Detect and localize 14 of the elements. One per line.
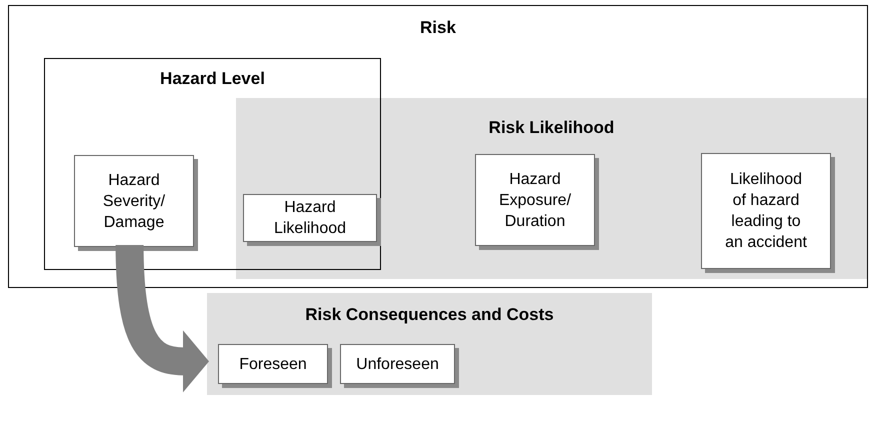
group-frame bbox=[8, 5, 868, 288]
box-label: Hazard Likelihood bbox=[272, 198, 348, 239]
box-label: Likelihood of hazard leading to an accident bbox=[724, 170, 808, 253]
group-heading: Risk bbox=[420, 18, 456, 38]
box-label: Foreseen bbox=[238, 354, 308, 374]
group-band bbox=[236, 98, 867, 279]
box-label: Unforeseen bbox=[355, 354, 440, 374]
group-band bbox=[207, 293, 652, 395]
box-label: Hazard Severity/ Damage bbox=[102, 170, 166, 232]
group-heading: Risk Consequences and Costs bbox=[305, 305, 554, 325]
group-heading: Risk Likelihood bbox=[488, 118, 614, 138]
box-label: Hazard Exposure/ Duration bbox=[498, 170, 572, 232]
group-frame bbox=[44, 58, 381, 270]
group-heading: Hazard Level bbox=[160, 69, 265, 89]
